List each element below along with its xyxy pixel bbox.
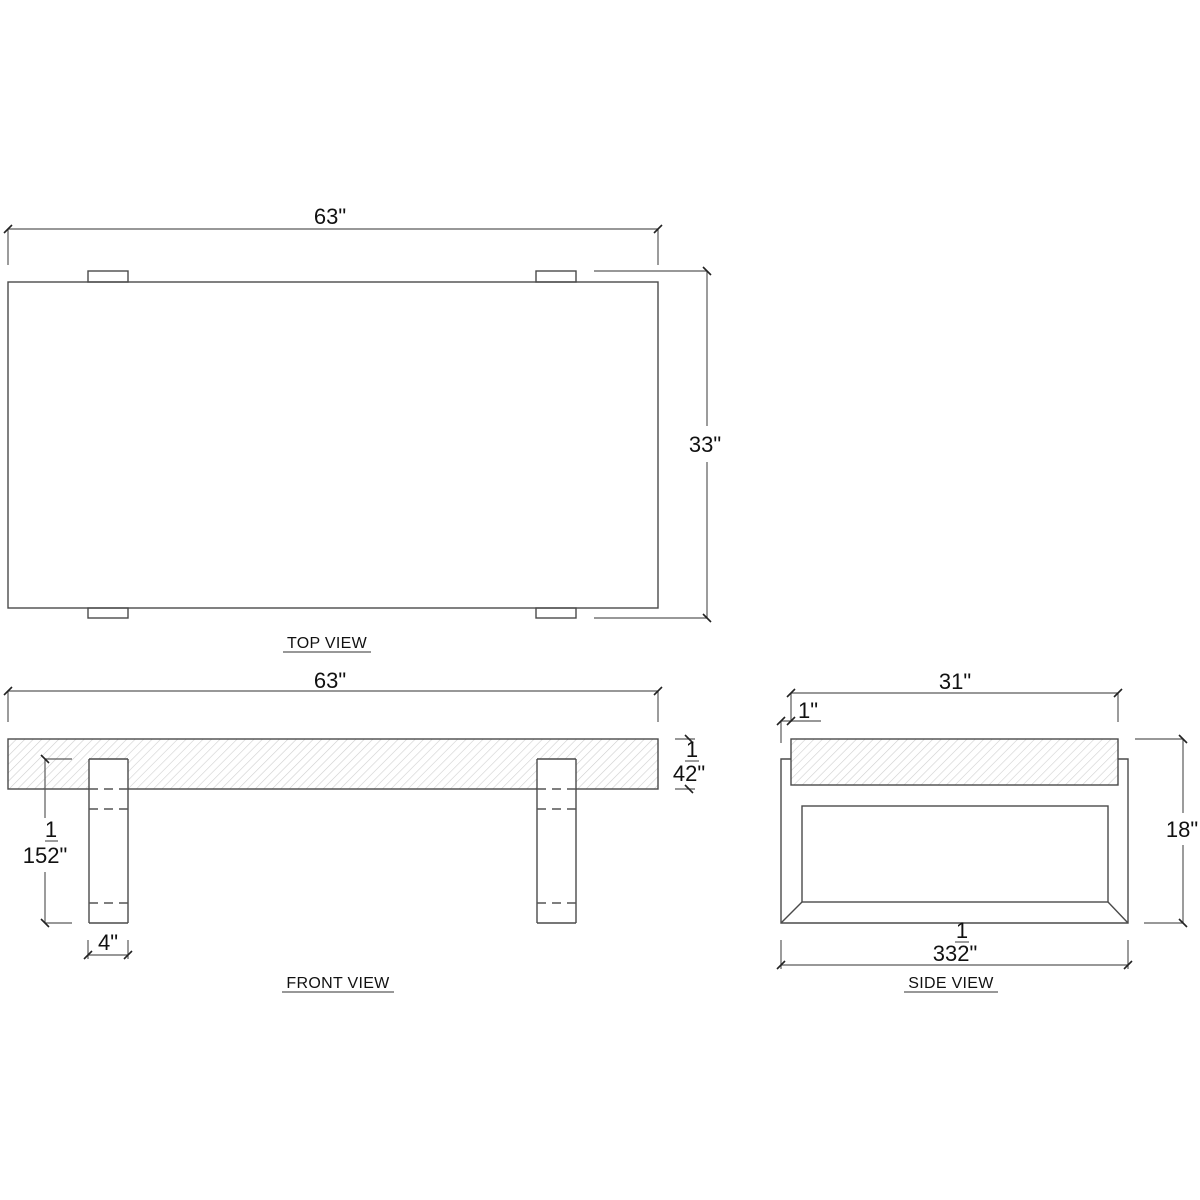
side-view-tabletop xyxy=(790,738,1119,786)
leg-tab-top-right xyxy=(535,270,577,283)
side-view-top-width-label: 31" xyxy=(939,669,971,694)
front-view-width-dimension: 63" xyxy=(3,668,663,722)
top-thickness-denominator: 42" xyxy=(673,761,705,786)
side-view-inner-panel xyxy=(801,805,1109,903)
leg-tab-bottom-left xyxy=(87,607,129,619)
side-view-base-width-dimension: 1 332" xyxy=(776,918,1133,970)
front-view-top-thickness-dimension: 1 42" xyxy=(673,734,705,794)
front-view-leg-right xyxy=(536,758,577,924)
top-view-depth-label: 33" xyxy=(689,432,721,457)
side-view-overhang-dimension: 1" xyxy=(776,698,821,743)
leg-height-numerator: 1 xyxy=(45,817,57,842)
tabletop-outline xyxy=(7,281,659,609)
side-view-height-label: 18" xyxy=(1166,817,1198,842)
top-thickness-numerator: 1 xyxy=(686,737,698,762)
front-view-leg-width-dimension: 4" xyxy=(83,930,133,960)
front-view-leg-left xyxy=(88,758,129,924)
front-view-width-label: 63" xyxy=(314,668,346,693)
front-view: 63" xyxy=(3,668,705,993)
base-width-denominator: 332" xyxy=(933,941,978,966)
base-width-numerator: 1 xyxy=(956,918,968,943)
leg-tab-top-left xyxy=(87,270,129,283)
top-view-width-label: 63" xyxy=(314,204,346,229)
top-view-title: TOP VIEW xyxy=(287,635,368,652)
top-view-width-dimension: 63" xyxy=(3,204,663,265)
side-view-title: SIDE VIEW xyxy=(908,975,994,992)
side-view-top-width-dimension: 31" xyxy=(786,669,1123,722)
side-view-base-frame xyxy=(780,758,1129,924)
side-view-overhang-label: 1" xyxy=(798,698,818,723)
front-view-leg-height-dimension: 1 152" xyxy=(23,754,72,928)
leg-height-denominator: 152" xyxy=(23,843,68,868)
leg-width-label: 4" xyxy=(98,930,118,955)
top-view: 63" 33" TOP VIEW xyxy=(3,204,721,653)
top-view-depth-dimension: 33" xyxy=(594,266,721,623)
side-view: 31" 1" 1 332" xyxy=(776,669,1198,993)
leg-tab-bottom-right xyxy=(535,607,577,619)
front-view-title: FRONT VIEW xyxy=(286,975,390,992)
side-view-height-dimension: 18" xyxy=(1135,734,1198,928)
